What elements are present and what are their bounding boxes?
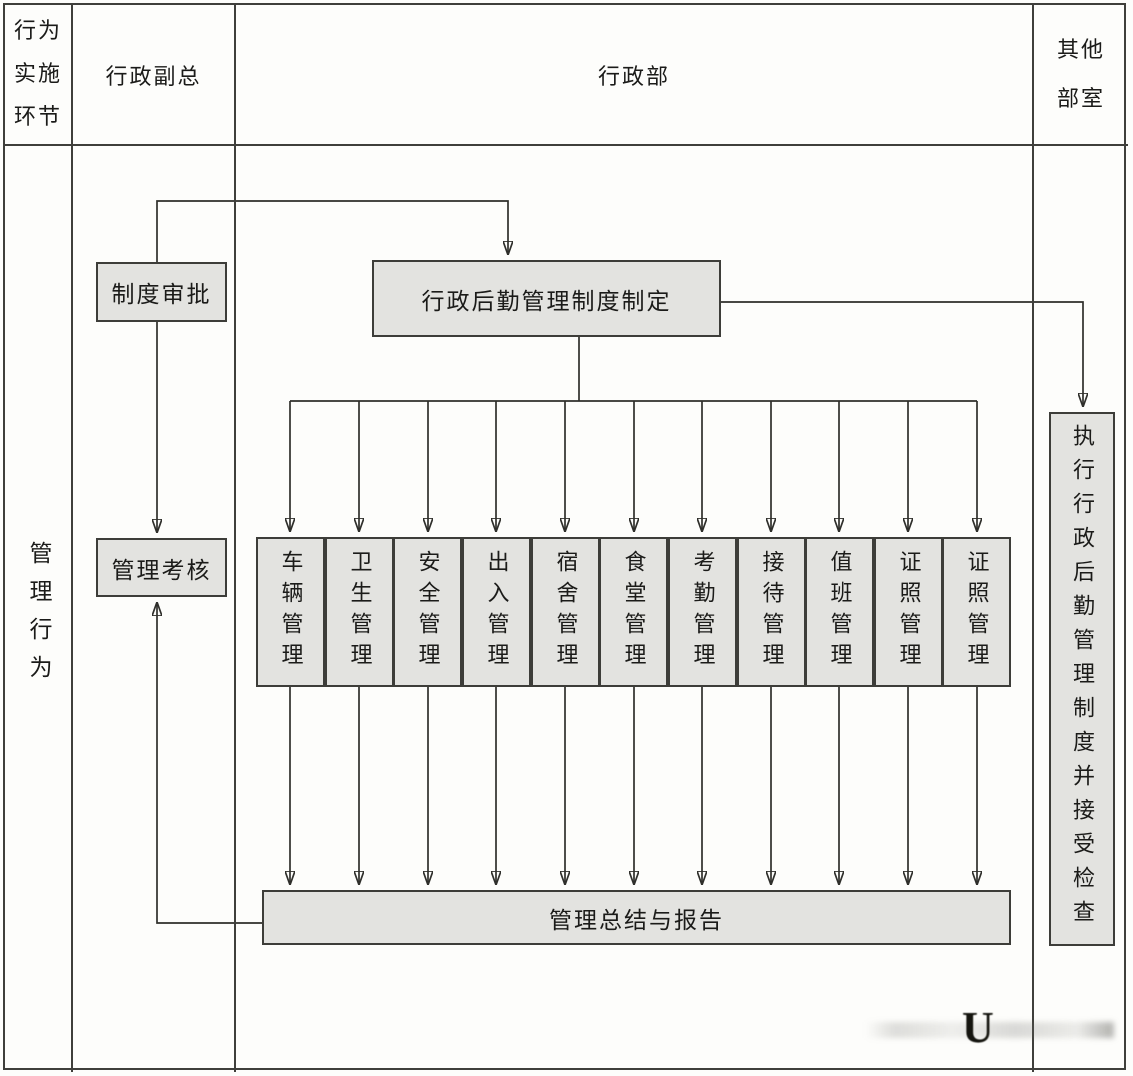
- header-col-behavior-stage: 行为实施环节: [5, 5, 71, 144]
- arrow-approval-to-formulation: [156, 200, 508, 262]
- header-divider: [3, 144, 1128, 146]
- arrow-formulation-to-execution: [721, 301, 1083, 405]
- header-col-admin-vp-label: 行政副总: [105, 63, 202, 89]
- header-col-behavior-stage-label: 行为实施环节: [13, 18, 62, 129]
- node-management-summary-report: 管理总结与报告: [262, 890, 1011, 945]
- arrows-departments-to-summary: [290, 687, 977, 883]
- arrows-formulation-to-departments: [290, 401, 977, 530]
- node-canteen-mgmt: 食堂管理: [599, 537, 668, 687]
- node-safety-mgmt: 安全管理: [393, 537, 462, 687]
- header-col-other-depts: 其他部室: [1034, 5, 1128, 144]
- node-reception-mgmt: 接待管理: [737, 537, 806, 687]
- column-divider-1: [71, 3, 73, 1072]
- node-system-approval: 制度审批: [96, 262, 227, 322]
- node-execute-and-accept-inspection: 执行行政后勤管理制度并接受检查: [1049, 412, 1115, 946]
- header-col-other-depts-label: 其他部室: [1056, 37, 1105, 111]
- node-license-mgmt-1: 证照管理: [874, 537, 943, 687]
- column-divider-3: [1032, 3, 1034, 1072]
- node-attendance-mgmt: 考勤管理: [668, 537, 737, 687]
- node-policy-formulation: 行政后勤管理制度制定: [372, 260, 721, 337]
- node-access-mgmt: 出入管理: [462, 537, 531, 687]
- node-dormitory-mgmt: 宿舍管理: [531, 537, 600, 687]
- watermark-u-glyph: U: [962, 1003, 994, 1052]
- column-divider-2: [234, 3, 236, 1072]
- node-management-assessment: 管理考核: [96, 538, 227, 597]
- node-hygiene-mgmt: 卫生管理: [325, 537, 394, 687]
- node-license-mgmt-2: 证照管理: [942, 537, 1011, 687]
- arrow-summary-to-assessment: [157, 604, 262, 924]
- watermark-smear: [865, 1022, 1115, 1038]
- header-col-admin-vp: 行政副总: [73, 5, 234, 144]
- node-duty-mgmt: 值班管理: [805, 537, 874, 687]
- node-vehicle-mgmt: 车辆管理: [256, 537, 325, 687]
- header-col-admin-dept: 行政部: [236, 5, 1032, 144]
- table-outer-border: [3, 3, 1126, 1070]
- row-label-management-behavior: 管理行为: [26, 541, 51, 693]
- header-col-admin-dept-label: 行政部: [597, 63, 670, 89]
